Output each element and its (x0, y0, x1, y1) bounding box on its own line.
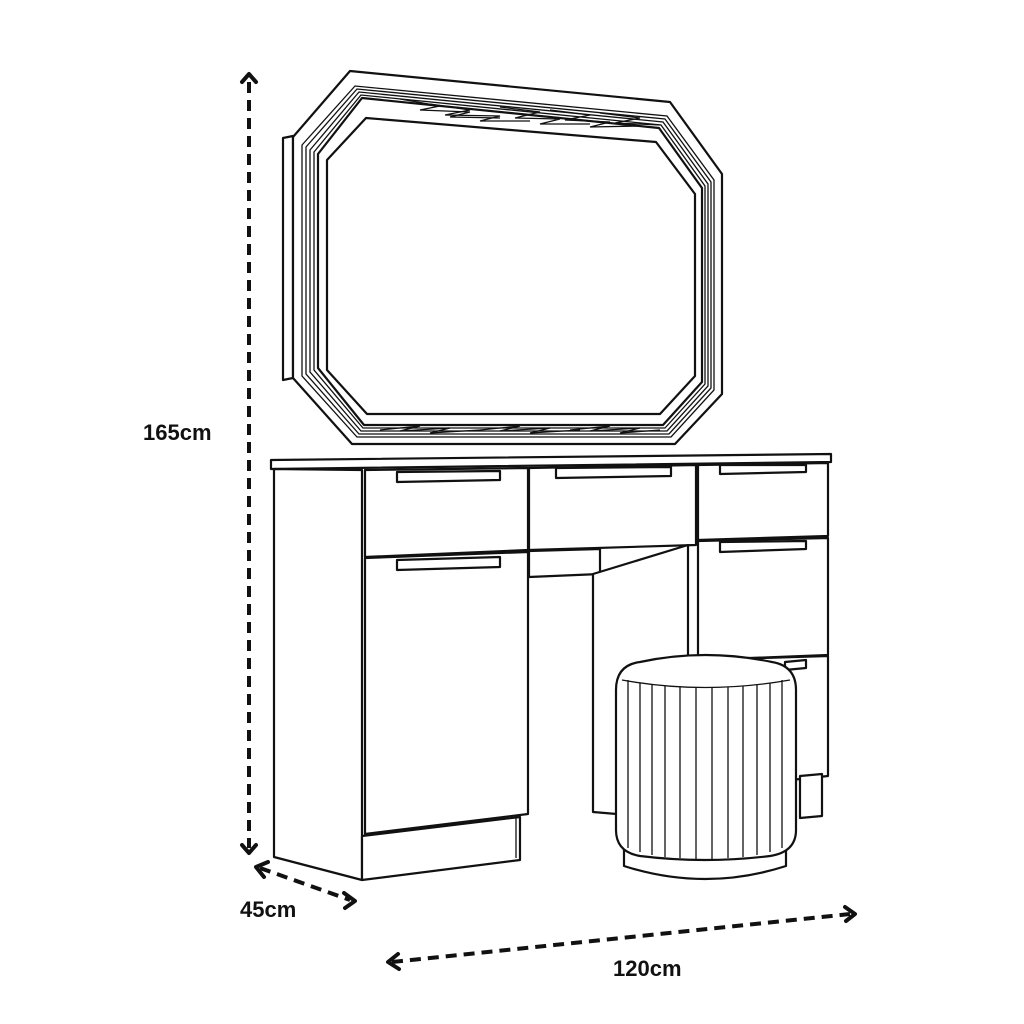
depth-label: 45cm (240, 897, 297, 922)
mirror (281, 69, 724, 446)
depth-dimension-arrow (254, 860, 357, 910)
width-label: 120cm (613, 956, 682, 981)
height-label: 165cm (143, 420, 212, 445)
stool (614, 653, 798, 881)
width-dimension-arrow (386, 905, 857, 971)
height-dimension-arrow (240, 72, 258, 855)
